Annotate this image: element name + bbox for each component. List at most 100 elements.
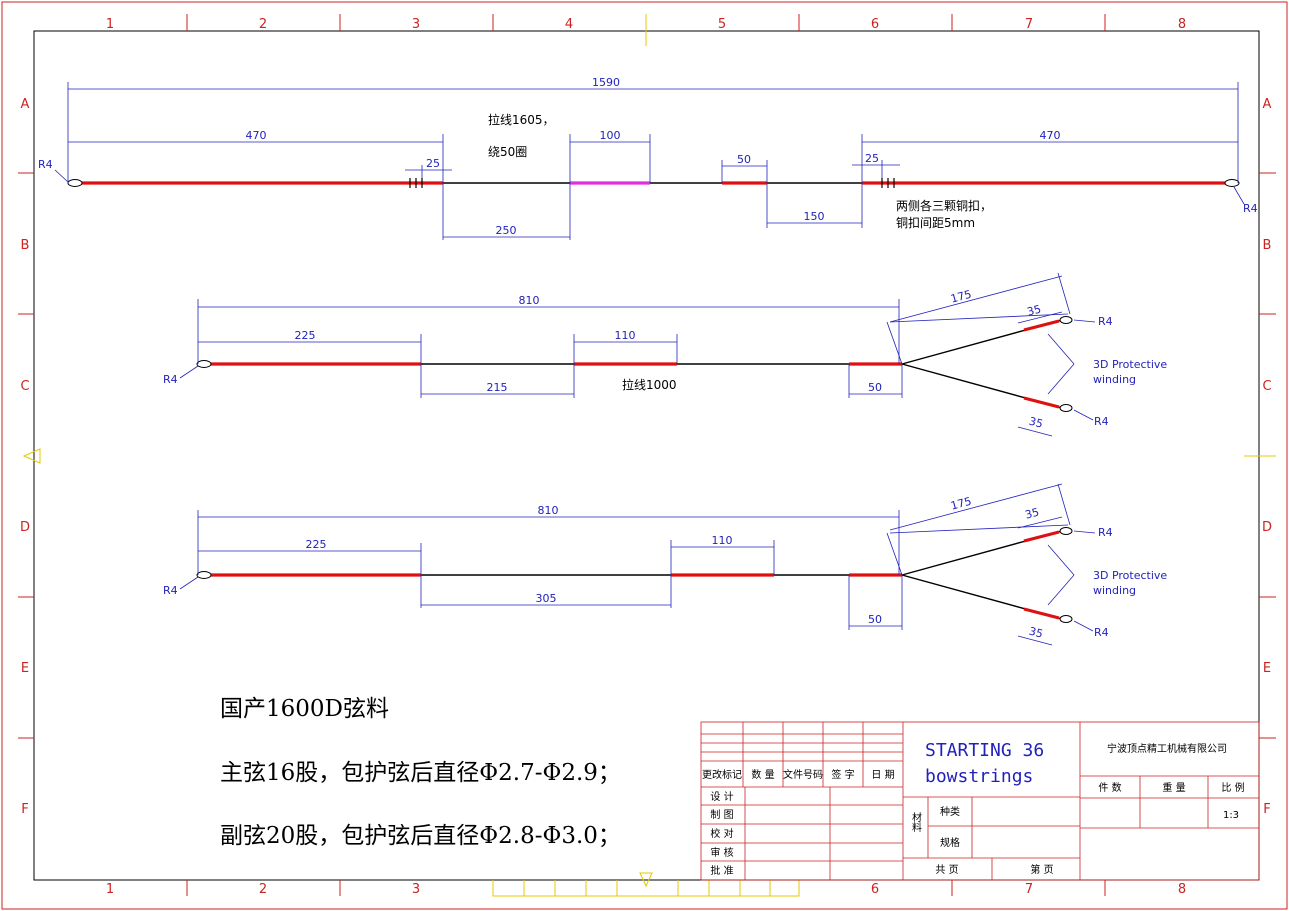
svg-text:175: 175 (949, 288, 973, 306)
svg-text:6: 6 (871, 17, 879, 32)
svg-text:225: 225 (295, 329, 316, 342)
zone-labels-right: A B C D E F (1262, 97, 1272, 817)
svg-text:规格: 规格 (940, 836, 960, 849)
svg-text:2: 2 (259, 17, 267, 32)
svg-text:R4: R4 (163, 584, 178, 597)
svg-text:215: 215 (487, 381, 508, 394)
svg-text:A: A (21, 97, 30, 112)
svg-text:材料: 材料 (910, 811, 922, 833)
svg-text:810: 810 (538, 504, 559, 517)
string-1-buckles (409, 178, 895, 188)
svg-text:3: 3 (412, 17, 420, 32)
svg-text:6: 6 (871, 882, 879, 897)
svg-text:winding: winding (1093, 584, 1136, 597)
svg-text:bowstrings: bowstrings (925, 766, 1033, 787)
inner-border (33, 30, 1260, 881)
svg-text:8: 8 (1178, 17, 1186, 32)
svg-text:B: B (1263, 238, 1272, 253)
svg-text:比 例: 比 例 (1221, 781, 1244, 794)
svg-text:50: 50 (737, 153, 751, 166)
string-2: 810 225 110 215 50 175 35 35 3D Protecti… (163, 272, 1167, 437)
svg-text:校 对: 校 对 (710, 827, 733, 840)
svg-text:100: 100 (600, 129, 621, 142)
svg-text:C: C (1262, 379, 1271, 394)
string-3-top-loop (1059, 527, 1073, 535)
svg-text:4: 4 (565, 17, 573, 32)
svg-text:审 核: 审 核 (710, 846, 733, 859)
string-1-right-loop (1224, 179, 1240, 187)
svg-text:25: 25 (426, 157, 440, 170)
svg-text:35: 35 (1027, 415, 1044, 431)
svg-text:重 量: 重 量 (1162, 781, 1185, 794)
svg-text:共 页: 共 页 (935, 864, 958, 876)
svg-text:1: 1 (106, 17, 114, 32)
svg-text:305: 305 (536, 592, 557, 605)
svg-text:25: 25 (865, 152, 879, 165)
svg-text:35: 35 (1026, 303, 1043, 319)
string-2-bottom-loop (1059, 404, 1073, 412)
svg-text:110: 110 (712, 534, 733, 547)
svg-text:B: B (21, 238, 30, 253)
svg-text:F: F (21, 802, 28, 817)
svg-text:50: 50 (868, 381, 882, 394)
string-3-left-loop (196, 571, 212, 579)
svg-text:绕50圈: 绕50圈 (488, 145, 527, 159)
zone-ticks (18, 14, 1276, 897)
svg-text:150: 150 (804, 210, 825, 223)
svg-text:35: 35 (1027, 625, 1044, 641)
svg-text:F: F (1263, 802, 1270, 817)
svg-text:拉线1000: 拉线1000 (622, 377, 677, 392)
svg-text:470: 470 (246, 129, 267, 142)
svg-text:D: D (1262, 520, 1272, 535)
svg-text:签 字: 签 字 (831, 768, 854, 781)
material-notes: 国产1600D弦料 主弦16股，包护弦后直径Φ2.7-Φ2.9； 副弦20股，包… (220, 696, 621, 849)
svg-text:更改标记: 更改标记 (702, 768, 742, 781)
string-2-top-loop (1059, 316, 1073, 324)
string-3-bottom-loop (1059, 615, 1073, 623)
svg-text:副弦20股，包护弦后直径Φ2.8-Φ3.0；: 副弦20股，包护弦后直径Φ2.8-Φ3.0； (220, 823, 621, 849)
zone-labels-left: A B C D E F (20, 97, 30, 817)
svg-text:宁波顶点精工机械有限公司: 宁波顶点精工机械有限公司 (1107, 742, 1227, 755)
string-2-left-loop (196, 360, 212, 368)
svg-text:R4: R4 (1098, 315, 1113, 328)
svg-text:R4: R4 (1094, 626, 1109, 639)
svg-text:STARTING 36: STARTING 36 (925, 740, 1044, 761)
svg-text:种类: 种类 (940, 805, 960, 818)
svg-text:R4: R4 (163, 373, 178, 386)
svg-text:两侧各三颗铜扣，: 两侧各三颗铜扣， (896, 198, 992, 213)
svg-text:文件号码: 文件号码 (783, 768, 823, 781)
svg-text:1:3: 1:3 (1223, 810, 1239, 821)
svg-text:7: 7 (1025, 882, 1033, 897)
svg-text:件 数: 件 数 (1098, 781, 1121, 794)
svg-text:3D Protective: 3D Protective (1093, 358, 1167, 371)
svg-text:A: A (1263, 97, 1272, 112)
svg-text:225: 225 (306, 538, 327, 551)
svg-text:2: 2 (259, 882, 267, 897)
svg-text:5: 5 (718, 17, 726, 32)
string-1: 1590 470 470 25 25 100 50 250 150 R4 R4 … (38, 76, 1258, 240)
svg-text:7: 7 (1025, 17, 1033, 32)
svg-text:3D Protective: 3D Protective (1093, 569, 1167, 582)
svg-text:制 图: 制 图 (710, 808, 733, 821)
svg-text:R4: R4 (1098, 526, 1113, 539)
svg-text:250: 250 (496, 224, 517, 237)
svg-text:35: 35 (1024, 506, 1041, 522)
svg-text:50: 50 (868, 613, 882, 626)
svg-text:E: E (21, 661, 29, 676)
title-block: 更改标记 数 量 文件号码 签 字 日 期 设 计 制 图 校 对 审 核 批 … (700, 721, 1260, 881)
svg-text:日 期: 日 期 (871, 769, 894, 781)
svg-text:110: 110 (615, 329, 636, 342)
svg-text:175: 175 (949, 495, 973, 513)
zone-labels-bottom: 1 2 3 6 7 8 (106, 882, 1186, 897)
svg-text:批 准: 批 准 (710, 864, 733, 877)
svg-text:E: E (1263, 661, 1271, 676)
svg-text:设 计: 设 计 (710, 790, 733, 803)
svg-text:810: 810 (519, 294, 540, 307)
svg-text:R4: R4 (1094, 415, 1109, 428)
svg-text:winding: winding (1093, 373, 1136, 386)
svg-text:C: C (20, 379, 29, 394)
svg-text:第 页: 第 页 (1030, 863, 1053, 876)
svg-text:国产1600D弦料: 国产1600D弦料 (220, 696, 389, 722)
